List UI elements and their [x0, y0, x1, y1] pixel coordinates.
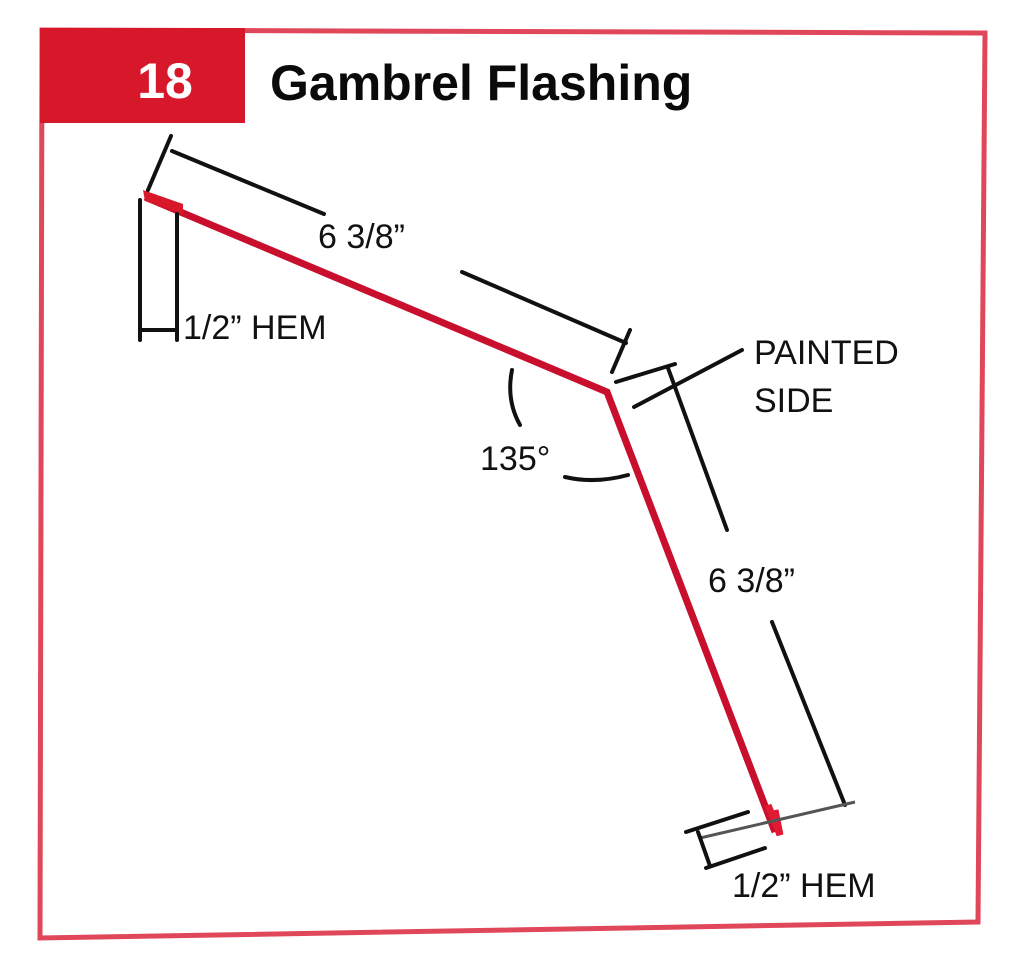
top-hem-dimension	[138, 198, 179, 342]
top-length-label: 6 3/8”	[318, 218, 405, 256]
angle-label: 135°	[480, 440, 550, 478]
bottom-hem-label: 1/2” HEM	[732, 867, 876, 905]
header-number-box	[40, 28, 245, 123]
top-length-dimension	[146, 134, 632, 374]
painted-side-pointer	[632, 348, 744, 409]
right-length-dimension	[614, 362, 856, 840]
top-hem-label: 1/2” HEM	[183, 309, 327, 347]
painted-side-label-2: SIDE	[754, 382, 833, 420]
header-number: 18	[137, 53, 193, 109]
frame-border	[37, 27, 988, 941]
page-title: Gambrel Flashing	[270, 55, 692, 111]
right-length-label: 6 3/8”	[708, 562, 795, 600]
angle-arc-upper	[508, 368, 522, 427]
painted-side-label-1: PAINTED	[754, 334, 899, 372]
flashing-profile	[143, 190, 784, 837]
bottom-hem-dimension	[684, 810, 767, 870]
angle-arc-lower	[563, 473, 630, 483]
